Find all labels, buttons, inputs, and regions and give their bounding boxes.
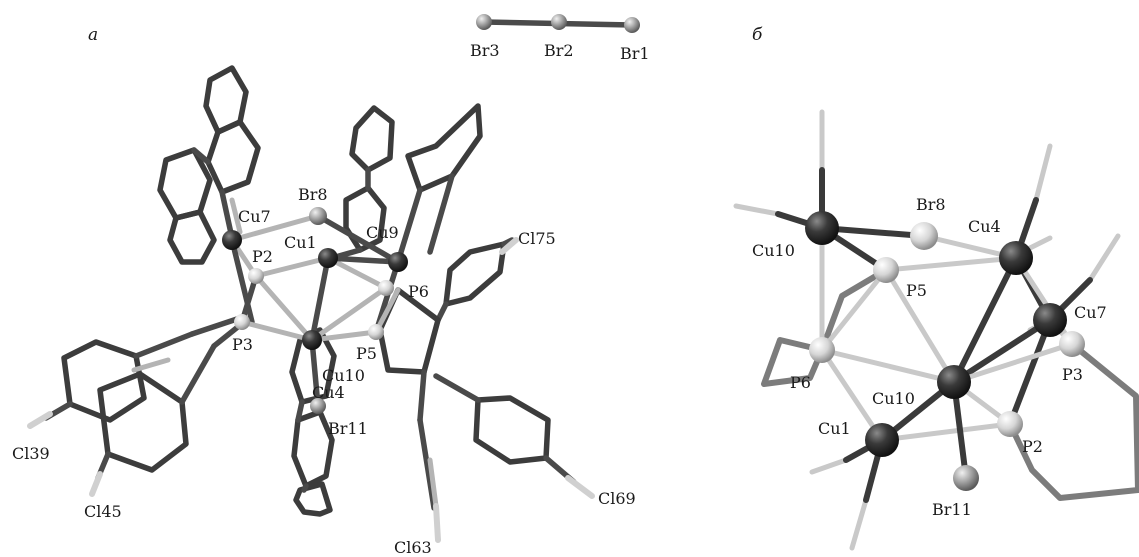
label-p3: P3 <box>232 335 253 354</box>
label-br8: Br8 <box>298 185 328 204</box>
ring-group-top-right <box>395 103 483 265</box>
ring-group-central <box>377 287 441 543</box>
label-cu10-mid: Cu10 <box>872 389 915 408</box>
label-cu7-b: Cu7 <box>1074 303 1107 322</box>
atom-cu10-top <box>805 211 839 245</box>
atoms-panel-b <box>805 211 1085 491</box>
label-cu1: Cu1 <box>284 233 317 252</box>
label-br11: Br11 <box>328 419 368 438</box>
label-br3: Br3 <box>470 41 500 60</box>
ring-group-left <box>27 315 247 497</box>
labels-panel-a: Cu7 Br8 Cu1 Cu9 Cl75 P2 P6 P3 P5 Cu10 Cu… <box>12 185 636 557</box>
atom-cu7 <box>222 230 242 250</box>
atom-cu9 <box>388 252 408 272</box>
panel-label-a: а <box>88 25 98 45</box>
panel-label-b: б <box>752 25 763 45</box>
atom-p6 <box>378 280 394 296</box>
bromide-chain: Br3 Br2 Br1 <box>470 14 650 63</box>
label-p5-b: P5 <box>906 281 927 300</box>
label-cl63: Cl63 <box>394 538 432 557</box>
label-br8-b: Br8 <box>916 195 946 214</box>
core-framework-a <box>229 213 401 409</box>
atom-cu10-cu4 <box>302 330 322 350</box>
atom-p5 <box>368 324 384 340</box>
atom-p6-b <box>809 337 835 363</box>
panel-b-core: Br8 Cu4 Cu10 P5 Cu7 P6 Cu10 P3 Cu1 P2 Br… <box>733 109 1139 551</box>
atom-br2-chain <box>551 14 567 30</box>
label-cu4-b: Cu4 <box>968 217 1001 236</box>
labels-panel-b: Br8 Cu4 Cu10 P5 Cu7 P6 Cu10 P3 Cu1 P2 Br… <box>752 195 1107 519</box>
label-br1: Br1 <box>620 44 650 63</box>
atoms-panel-a <box>222 207 408 414</box>
label-p2: P2 <box>252 247 273 266</box>
label-p6-b: P6 <box>790 373 811 392</box>
atom-br8 <box>309 207 327 225</box>
label-cu7: Cu7 <box>238 207 271 226</box>
atom-p2 <box>248 268 264 284</box>
label-p6: P6 <box>408 282 429 301</box>
atom-cu1 <box>318 248 338 268</box>
atom-cu7-b <box>1033 303 1067 337</box>
label-cl75: Cl75 <box>518 229 556 248</box>
label-cu10-top: Cu10 <box>752 241 795 260</box>
label-cl39: Cl39 <box>12 444 50 463</box>
atom-cu1-b <box>865 423 899 457</box>
label-cu10: Cu10 <box>322 366 365 385</box>
ring-group-right <box>435 237 519 323</box>
label-br2: Br2 <box>544 41 574 60</box>
label-cl69: Cl69 <box>598 489 636 508</box>
atom-br1-chain <box>624 17 640 33</box>
label-cl45: Cl45 <box>84 502 122 521</box>
atom-p3-b <box>1059 331 1085 357</box>
label-cu1-b: Cu1 <box>818 419 851 438</box>
atom-br11 <box>310 398 326 414</box>
atom-cu4-b <box>999 241 1033 275</box>
label-cu4: Cu4 <box>312 383 345 402</box>
label-cu9: Cu9 <box>366 223 399 242</box>
atom-p3 <box>234 314 250 330</box>
label-br11-b: Br11 <box>932 500 972 519</box>
label-p5: P5 <box>356 344 377 363</box>
panel-a-molecule: Cu7 Br8 Cu1 Cu9 Cl75 P2 P6 P3 P5 Cu10 Cu… <box>12 65 636 557</box>
organic-loops-b <box>761 267 1139 501</box>
atom-br3-chain <box>476 14 492 30</box>
label-p2-b: P2 <box>1022 437 1043 456</box>
atom-p2-b <box>997 411 1023 437</box>
label-p3-b: P3 <box>1062 365 1083 384</box>
ring-group-lower-right <box>433 373 595 499</box>
atom-br8-b <box>910 222 938 250</box>
atom-br11-b <box>953 465 979 491</box>
atom-cu10-mid <box>937 365 971 399</box>
ring-group-top-left <box>157 65 261 265</box>
atom-p5-b <box>873 257 899 283</box>
